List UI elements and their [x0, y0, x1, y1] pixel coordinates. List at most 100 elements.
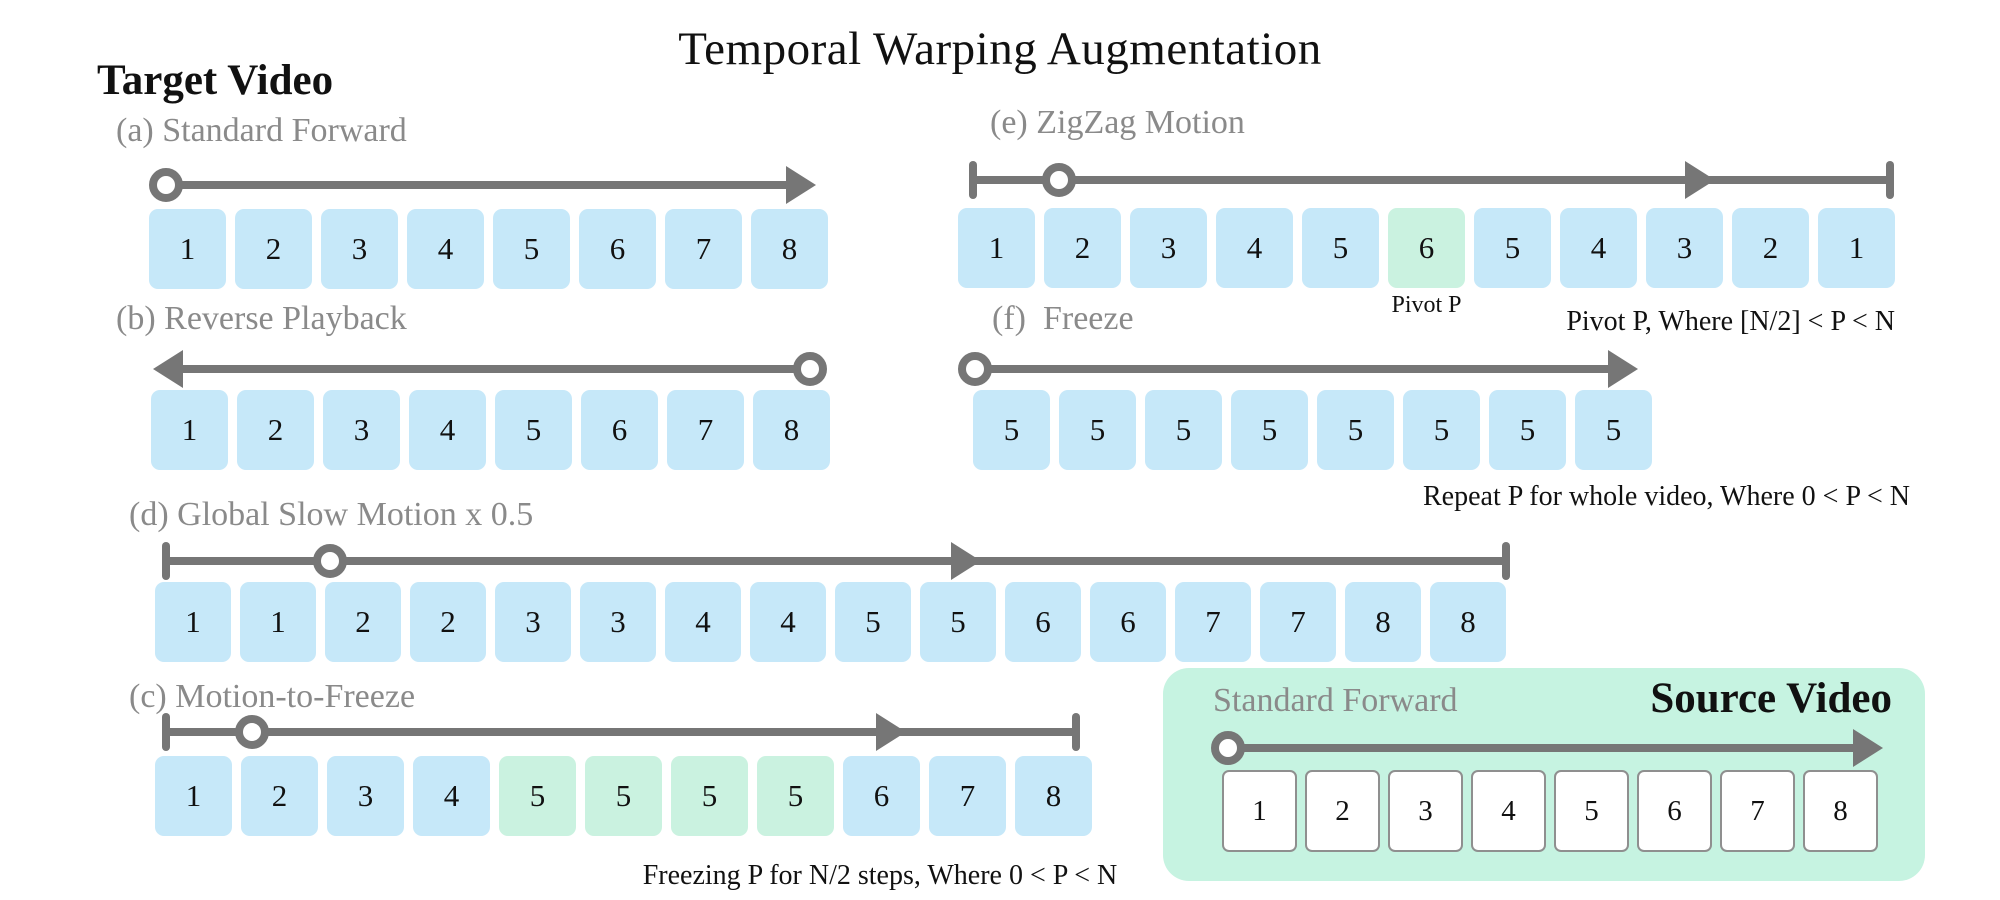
frame-cell: 4	[407, 209, 484, 289]
timeline-line	[1228, 744, 1858, 752]
frame-cell: 5	[1302, 208, 1379, 288]
frame-cell: 1	[1222, 770, 1297, 852]
frame-cell: 2	[235, 209, 312, 289]
playhead-circle-icon	[149, 168, 183, 202]
frame-cell: 7	[1720, 770, 1795, 852]
frame-cell: 5	[1059, 390, 1136, 470]
playhead-circle-icon	[958, 352, 992, 386]
section-f-heading: (f) Freeze	[992, 300, 1134, 337]
frame-cell: 4	[1560, 208, 1637, 288]
frame-cell: 2	[1044, 208, 1121, 288]
frame-cell: 1	[155, 756, 232, 836]
section-f-note: Repeat P for whole video, Where 0 < P < …	[1423, 481, 1910, 512]
arrow-head-icon	[951, 542, 981, 580]
frame-cell: 6	[843, 756, 920, 836]
frame-cell: 6	[1005, 582, 1081, 662]
source-video-label: Source Video	[1650, 675, 1892, 722]
frame-cell: 2	[410, 582, 486, 662]
frame-cell: 6	[581, 390, 658, 470]
timeline-line	[166, 181, 790, 189]
section-e-heading: (e) ZigZag Motion	[990, 104, 1245, 141]
frame-cell: 4	[1471, 770, 1546, 852]
section-d-heading: (d) Global Slow Motion x 0.5	[129, 496, 534, 533]
frame-cell: 3	[1646, 208, 1723, 288]
frame-cell: 5	[671, 756, 748, 836]
section-c-heading: (c) Motion-to-Freeze	[129, 678, 416, 715]
start-tick	[162, 542, 170, 580]
arrow-head-icon	[153, 350, 183, 388]
frame-cell: 8	[751, 209, 828, 289]
frame-cell: 4	[413, 756, 490, 836]
frame-cell: 5	[1145, 390, 1222, 470]
arrow-head-icon	[1853, 729, 1883, 767]
frame-cell: 3	[1130, 208, 1207, 288]
frame-cell: 1	[1818, 208, 1895, 288]
frame-cell: 4	[1216, 208, 1293, 288]
frame-cell: 5	[835, 582, 911, 662]
frame-cell: 1	[151, 390, 228, 470]
frame-cell: 7	[929, 756, 1006, 836]
section-b-heading: (b) Reverse Playback	[116, 300, 407, 337]
frame-cell: 4	[665, 582, 741, 662]
frame-cell: 7	[665, 209, 742, 289]
frame-cell: 1	[149, 209, 226, 289]
end-tick	[1502, 542, 1510, 580]
frame-cell: 8	[1803, 770, 1878, 852]
frame-cell: 2	[325, 582, 401, 662]
frame-cell: 5	[585, 756, 662, 836]
frame-cell: 3	[321, 209, 398, 289]
frame-cell: 1	[155, 582, 231, 662]
frame-cell: 3	[1388, 770, 1463, 852]
arrow-head-icon	[1685, 161, 1715, 199]
timeline-line	[973, 176, 1892, 184]
frame-cell: 5	[1474, 208, 1551, 288]
frame-cell: 5	[1231, 390, 1308, 470]
frame-cell: 3	[327, 756, 404, 836]
frame-cell: 3	[323, 390, 400, 470]
frame-cell: 8	[1015, 756, 1092, 836]
section-e-note: Pivot P, Where [N/2] < P < N	[1566, 306, 1895, 337]
figure-title: Temporal Warping Augmentation	[678, 23, 1322, 75]
frame-cell: 8	[753, 390, 830, 470]
timeline-line	[975, 365, 1612, 373]
frame-cell: 5	[757, 756, 834, 836]
frame-cell: 4	[750, 582, 826, 662]
frame-cell: 6	[1090, 582, 1166, 662]
section-a-heading: (a) Standard Forward	[116, 112, 407, 149]
timeline-line	[166, 728, 1076, 736]
end-tick	[1072, 713, 1080, 751]
arrow-head-icon	[786, 166, 816, 204]
frame-cell: 1	[240, 582, 316, 662]
frame-cell: 5	[495, 390, 572, 470]
frame-cell: 7	[667, 390, 744, 470]
frame-cell: 4	[409, 390, 486, 470]
frame-cell: 8	[1345, 582, 1421, 662]
timeline-line	[166, 557, 1508, 565]
frame-cell: 2	[1305, 770, 1380, 852]
playhead-circle-icon	[313, 544, 347, 578]
frame-cell: 2	[241, 756, 318, 836]
frame-cell: 5	[1489, 390, 1566, 470]
timeline-line	[178, 365, 803, 373]
frame-cell: 7	[1175, 582, 1251, 662]
playhead-circle-icon	[1042, 163, 1076, 197]
section-c-note: Freezing P for N/2 steps, Where 0 < P < …	[642, 860, 1118, 891]
end-tick	[1886, 161, 1894, 199]
pivot-label: Pivot P	[1391, 292, 1462, 318]
frame-cell: 5	[499, 756, 576, 836]
playhead-circle-icon	[793, 352, 827, 386]
target-video-label: Target Video	[97, 57, 334, 104]
source-heading: Standard Forward	[1213, 682, 1458, 719]
frame-cell: 2	[1732, 208, 1809, 288]
frame-cell: 3	[580, 582, 656, 662]
frame-cell: 3	[495, 582, 571, 662]
frame-cell: 6	[1637, 770, 1712, 852]
frame-cell: 1	[958, 208, 1035, 288]
frame-cell: 5	[973, 390, 1050, 470]
